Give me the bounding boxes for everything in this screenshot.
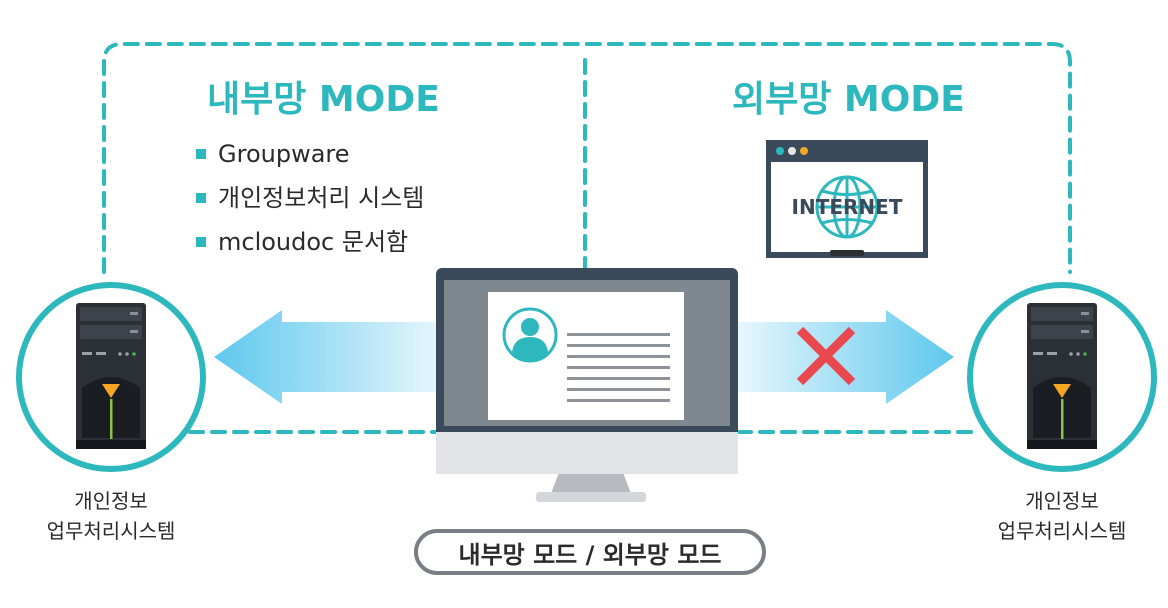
external-mode-title: 외부망 MODE	[732, 79, 965, 120]
right-server	[967, 282, 1157, 472]
list-item-label: mcloudoc 문서함	[218, 228, 409, 256]
list-item: 개인정보처리 시스템	[196, 176, 424, 220]
list-item: mcloudoc 문서함	[196, 220, 424, 264]
external-connection-arrow	[738, 310, 954, 404]
mode-toggle-label: 내부망 모드 / 외부망 모드	[414, 529, 766, 575]
document-lines	[567, 333, 670, 402]
left-server	[16, 282, 206, 472]
mode-dashed-frame	[102, 42, 1072, 434]
internal-mode-title: 내부망 MODE	[207, 79, 440, 120]
right-server-caption-line2: 업무처리시스템	[997, 519, 1127, 543]
user-avatar-icon	[502, 307, 558, 363]
right-server-caption: 개인정보 업무처리시스템	[962, 486, 1162, 546]
internet-label: INTERNET	[791, 195, 903, 219]
left-server-caption: 개인정보 업무처리시스템	[11, 486, 211, 546]
left-server-caption-line2: 업무처리시스템	[46, 519, 176, 543]
list-item: Groupware	[196, 132, 424, 176]
bullet-icon	[196, 149, 206, 159]
list-item-label: 개인정보처리 시스템	[218, 184, 425, 212]
monitor	[436, 268, 738, 502]
blocked-x-icon	[796, 326, 856, 386]
right-server-caption-line1: 개인정보	[1025, 489, 1099, 513]
list-item-label: Groupware	[218, 140, 350, 168]
internal-connection-arrow	[214, 310, 440, 404]
bullet-icon	[196, 193, 206, 203]
bullet-icon	[196, 237, 206, 247]
globe-icon	[815, 175, 879, 239]
left-server-caption-line1: 개인정보	[74, 489, 148, 513]
internal-feature-list: Groupware 개인정보처리 시스템 mcloudoc 문서함	[196, 132, 424, 264]
